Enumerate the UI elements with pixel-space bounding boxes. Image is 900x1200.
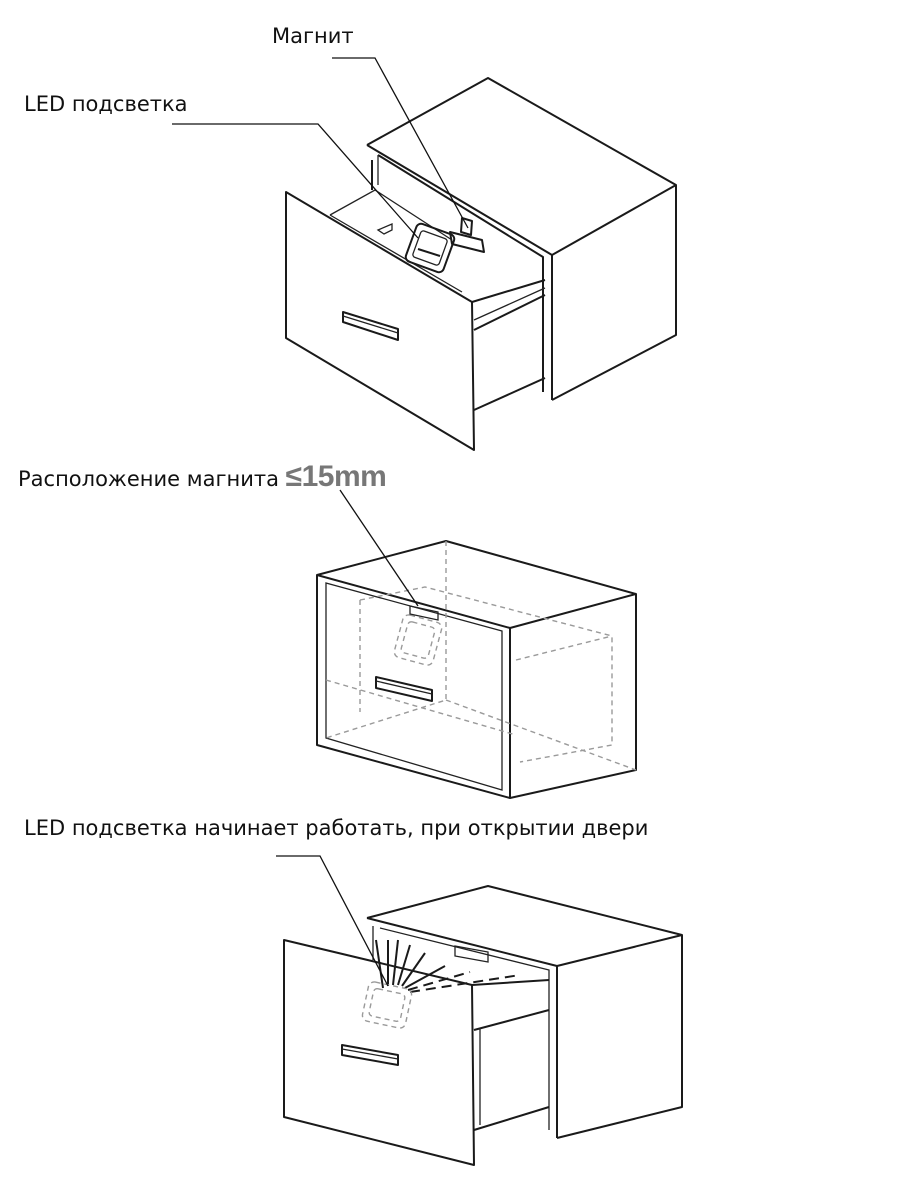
magnet-label: Магнит (272, 24, 354, 48)
cabinet-closed-drawing (316, 489, 637, 799)
cabinet-open-drawing (172, 57, 677, 451)
cabinet-led-on-drawing (276, 855, 683, 1166)
led-works-label: LED подсветка начинает работать, при отк… (24, 816, 649, 840)
light-rays (375, 939, 521, 993)
magnet-position-text: Расположение магнита (18, 467, 279, 491)
led-label: LED подсветка (24, 92, 188, 116)
magnet-distance-value: ≤15mm (285, 460, 387, 493)
magnet-position-label: Расположение магнита ≤15mm (18, 460, 387, 493)
